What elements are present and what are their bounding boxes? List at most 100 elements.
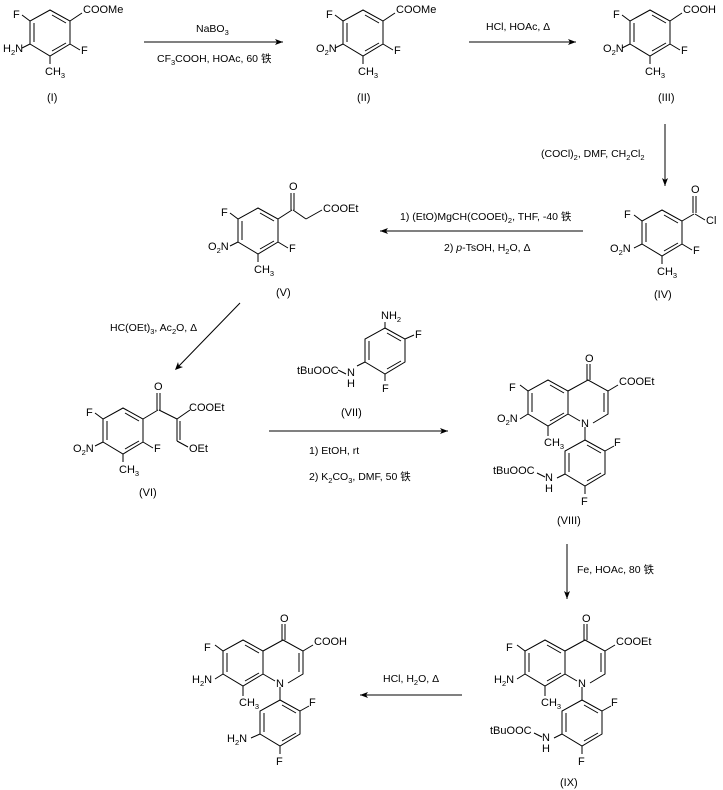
step-V-VI: HC(OEt)3, Ac2O, Δ (110, 302, 241, 370)
nitro-label: O2N (610, 243, 631, 257)
fluorine-label: F (289, 243, 296, 255)
ester-label: COOEt (189, 402, 224, 414)
arrowhead-icon (175, 362, 183, 370)
boc-label: tBuOOC (490, 725, 532, 737)
final-product: F O COOH H2N N CH3 F F H2N (192, 613, 347, 768)
condition-label: 2) K2CO3, DMF, 50 铁 (309, 470, 411, 485)
compound-label: (VI) (139, 487, 157, 499)
fluorine-label: F (415, 329, 422, 341)
fluorine-label: F (506, 642, 513, 654)
fluorine-label: F (86, 407, 93, 419)
compound-label: (II) (357, 92, 370, 104)
oxygen-label: O (154, 381, 163, 393)
fluorine-label: F (81, 45, 88, 57)
methyl-label: CH3 (645, 66, 665, 80)
condition-label: HC(OEt)3, Ac2O, Δ (110, 322, 197, 336)
fluorine-label: F (326, 9, 333, 21)
fluorine-label: F (581, 496, 588, 508)
fluorine-label: F (394, 45, 401, 57)
nitro-label: O2N (603, 43, 624, 57)
compound-label: (III) (658, 92, 675, 104)
nh-label: N (347, 367, 355, 379)
fluorine-label: F (154, 443, 161, 455)
condition-label: Fe, HOAc, 80 铁 (577, 563, 655, 576)
fluorine-label: F (624, 209, 631, 221)
compound-VIII: F O COOEt O2N N CH3 F F tBuOOC N H (VIII… (493, 353, 654, 527)
condition-label: 1) EtOH, rt (309, 445, 359, 457)
fluorine-label: F (221, 207, 228, 219)
arrowhead-icon (360, 692, 368, 698)
ring-nitrogen-label: N (276, 678, 284, 690)
ether-label: OEt (189, 443, 208, 455)
arrowhead-icon (440, 428, 448, 434)
nh-label: H (545, 483, 553, 495)
condition-label: CF3COOH, HOAc, 60 铁 (157, 52, 272, 67)
amine-label: H2N (3, 43, 23, 57)
arrowhead-icon (662, 178, 668, 186)
nh-label: N (542, 732, 550, 744)
step-I-II: NaBO3 CF3COOH, HOAc, 60 铁 (144, 23, 283, 67)
compound-label: (IV) (654, 289, 672, 301)
compound-V: F O COOEt O2N F CH3 (V) (208, 181, 358, 299)
condition-label: HCl, HOAc, Δ (486, 21, 550, 33)
condition-label: HCl, H2O, Δ (383, 673, 439, 687)
chlorine-label: Cl (706, 215, 716, 227)
arrowhead-icon (275, 39, 283, 45)
nitro-label: O2N (73, 443, 94, 457)
fluorine-label: F (614, 437, 621, 449)
oxygen-label: O (289, 181, 298, 193)
fluorine-label: F (204, 642, 211, 654)
oxygen-label: O (585, 353, 594, 365)
fluorine-label: F (611, 697, 618, 709)
fluorine-label: F (578, 756, 585, 768)
step-VI-VIII: 1) EtOH, rt 2) K2CO3, DMF, 50 铁 (269, 428, 448, 485)
methyl-label: CH3 (45, 66, 65, 80)
ester-label: COOEt (323, 203, 358, 215)
reaction-arrow (176, 302, 241, 369)
ester-label: COOMe (396, 4, 436, 16)
compound-VII: NH2 F F tBuOOC N H (VII) (297, 310, 422, 419)
ester-label: COOEt (619, 376, 654, 388)
compound-I: F COOMe H2N F CH3 (I) (3, 4, 123, 104)
fluorine-label: F (509, 382, 516, 394)
nh-label: N (545, 472, 553, 484)
arrowhead-icon (564, 591, 570, 599)
compound-III: F COOH O2N F CH3 (III) (603, 4, 716, 104)
compound-label: (IX) (560, 777, 578, 789)
compound-label: (VII) (341, 407, 362, 419)
nitro-label: O2N (208, 241, 229, 255)
step-II-III: HCl, HOAc, Δ (469, 21, 576, 45)
methyl-label: CH3 (358, 66, 378, 80)
amine-label: H2N (494, 674, 514, 688)
nh-label: H (542, 743, 550, 755)
step-VIII-IX: Fe, HOAc, 80 铁 (564, 544, 655, 599)
arrowhead-icon (380, 228, 388, 234)
fluorine-label: F (309, 697, 316, 709)
compound-label: (VIII) (557, 515, 581, 527)
condition-label: 1) (EtO)MgCH(COOEt)2, THF, -40 铁 (400, 210, 572, 225)
reagent-label: NaBO3 (196, 23, 229, 37)
step-IV-V: 1) (EtO)MgCH(COOEt)2, THF, -40 铁 2) p-Ts… (380, 210, 583, 256)
boc-label: tBuOOC (493, 465, 535, 477)
methyl-label: CH3 (657, 266, 677, 280)
compound-VI: F O COOEt OEt O2N F CH3 (VI) (73, 381, 224, 499)
ester-label: COOEt (616, 636, 651, 648)
methyl-label: CH3 (239, 697, 259, 711)
compound-label: (V) (276, 287, 291, 299)
acid-label: COOH (683, 4, 716, 16)
amine-label: H2N (227, 733, 247, 747)
condition-label: 2) p-TsOH, H2O, Δ (444, 242, 530, 256)
compound-IV: F O Cl O2N F CH3 (IV) (610, 184, 716, 301)
amine-label: H2N (192, 674, 212, 688)
condition-label: (COCl)2, DMF, CH2Cl2 (541, 148, 645, 162)
ester-label: COOMe (83, 4, 123, 16)
fluorine-label: F (613, 9, 620, 21)
fluorine-label: F (13, 9, 20, 21)
fluorine-label: F (693, 245, 700, 257)
methyl-label: CH3 (544, 437, 564, 451)
ring-nitrogen-label: N (581, 418, 589, 430)
nh-label: H (347, 378, 355, 390)
nitro-label: O2N (497, 413, 518, 427)
methyl-label: CH3 (541, 697, 561, 711)
